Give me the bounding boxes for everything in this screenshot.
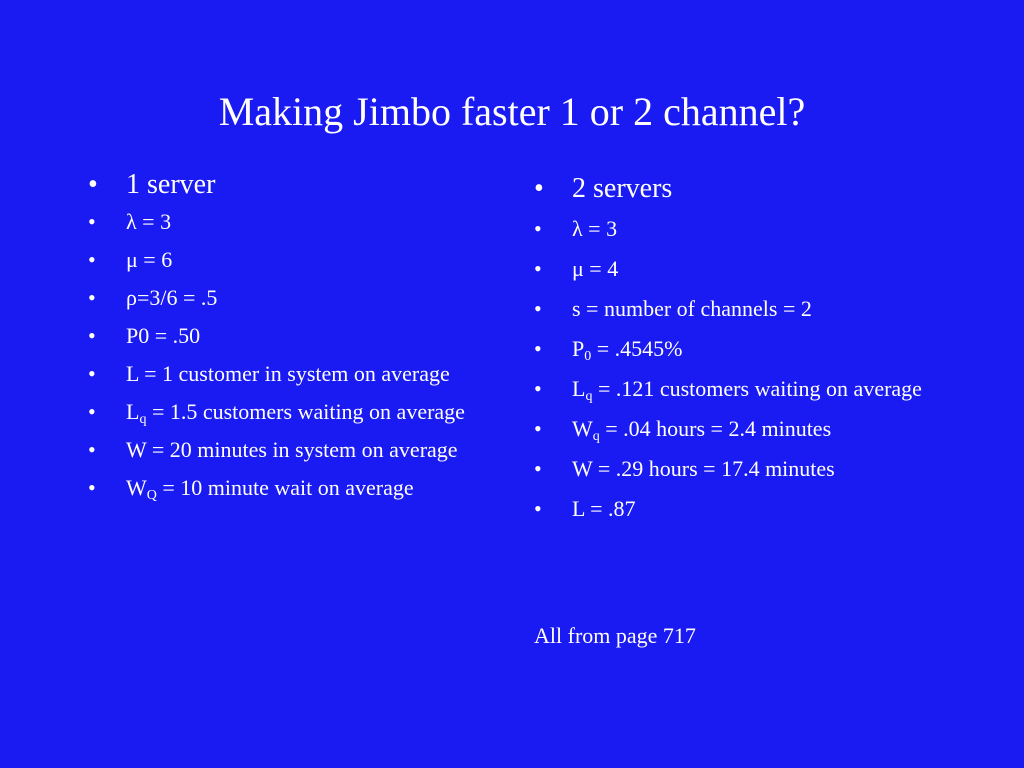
bullet-icon: • — [534, 256, 542, 281]
list-item: • L = .87 — [534, 494, 954, 524]
right-column-list: • 2 servers • λ = 3 • μ = 4 • s = number… — [534, 172, 954, 534]
list-item: • P0 = .50 — [88, 321, 488, 351]
left-w: W = 20 minutes in system on average — [126, 437, 458, 462]
bullet-icon: • — [88, 169, 98, 200]
left-p0: P0 = .50 — [126, 323, 201, 348]
right-lq: Lq = .121 customers waiting on average — [572, 376, 922, 404]
left-column-list: • 1 server • λ = 3 • μ = 6 • ρ=3/6 = .5 … — [88, 168, 488, 511]
right-w: W = .29 hours = 17.4 minutes — [572, 456, 835, 481]
left-wq-main: W — [126, 475, 147, 500]
bullet-icon: • — [88, 323, 96, 348]
left-wq-rest: = 10 minute wait on average — [156, 475, 414, 500]
left-lq-sub: q — [139, 412, 147, 427]
right-wq: Wq = .04 hours = 2.4 minutes — [572, 416, 832, 444]
list-item: • W = 20 minutes in system on average — [88, 435, 488, 465]
left-heading: 1 server — [126, 169, 216, 200]
right-lambda: λ = 3 — [572, 216, 618, 241]
bullet-icon: • — [534, 416, 542, 441]
bullet-icon: • — [88, 209, 96, 234]
bullet-icon: • — [534, 456, 542, 481]
list-item: • λ = 3 — [534, 214, 954, 244]
list-item: • P0 = .4545% — [534, 334, 954, 364]
bullet-icon: • — [88, 437, 96, 462]
left-rho: ρ=3/6 = .5 — [126, 285, 218, 310]
slide-title: Making Jimbo faster 1 or 2 channel? — [218, 89, 806, 134]
list-item: • Lq = .121 customers waiting on average — [534, 374, 954, 404]
right-wq-main: W — [572, 416, 593, 441]
list-item: • Wq = .04 hours = 2.4 minutes — [534, 414, 954, 444]
bullet-icon: • — [534, 336, 542, 361]
right-wq-sub: q — [592, 429, 600, 444]
right-lq-rest: = .121 customers waiting on average — [592, 376, 922, 401]
bullet-icon: • — [88, 247, 96, 272]
left-wq: WQ = 10 minute wait on average — [126, 475, 414, 503]
right-s: s = number of channels = 2 — [572, 296, 812, 321]
right-lq-main: L — [572, 376, 586, 401]
list-item: • 2 servers — [534, 172, 954, 206]
list-item: • Lq = 1.5 customers waiting on average — [88, 397, 488, 427]
bullet-icon: • — [534, 496, 542, 521]
left-lq-rest: = 1.5 customers waiting on average — [146, 399, 465, 424]
bullet-icon: • — [88, 285, 96, 310]
bullet-icon: • — [534, 216, 542, 241]
list-item: • s = number of channels = 2 — [534, 294, 954, 324]
list-item: • L = 1 customer in system on average — [88, 359, 488, 389]
right-heading: 2 servers — [572, 173, 673, 204]
list-item: • λ = 3 — [88, 207, 488, 237]
list-item: • W = .29 hours = 17.4 minutes — [534, 454, 954, 484]
source-note: All from page 717 — [534, 623, 696, 648]
right-mu: μ = 4 — [572, 256, 619, 281]
bullet-icon: • — [534, 296, 542, 321]
left-lambda: λ = 3 — [126, 209, 172, 234]
right-wq-rest: = .04 hours = 2.4 minutes — [599, 416, 832, 441]
list-item: • WQ = 10 minute wait on average — [88, 473, 488, 503]
bullet-icon: • — [88, 399, 96, 424]
left-lq: Lq = 1.5 customers waiting on average — [126, 399, 465, 427]
bullet-icon: • — [534, 376, 542, 401]
left-lq-main: L — [126, 399, 140, 424]
list-item: • μ = 6 — [88, 245, 488, 275]
right-p0-main: P — [572, 336, 585, 361]
right-p0-sub: 0 — [584, 349, 592, 364]
bullet-icon: • — [88, 361, 96, 386]
left-mu: μ = 6 — [126, 247, 173, 272]
right-lq-sub: q — [585, 389, 593, 404]
list-item: • ρ=3/6 = .5 — [88, 283, 488, 313]
right-l: L = .87 — [572, 496, 636, 521]
bullet-icon: • — [88, 475, 96, 500]
right-p0: P0 = .4545% — [572, 336, 683, 364]
right-p0-rest: = .4545% — [591, 336, 683, 361]
left-wq-sub: Q — [146, 488, 157, 503]
bullet-icon: • — [534, 173, 544, 204]
list-item: • μ = 4 — [534, 254, 954, 284]
left-l: L = 1 customer in system on average — [126, 361, 450, 386]
list-item: • 1 server — [88, 168, 488, 202]
